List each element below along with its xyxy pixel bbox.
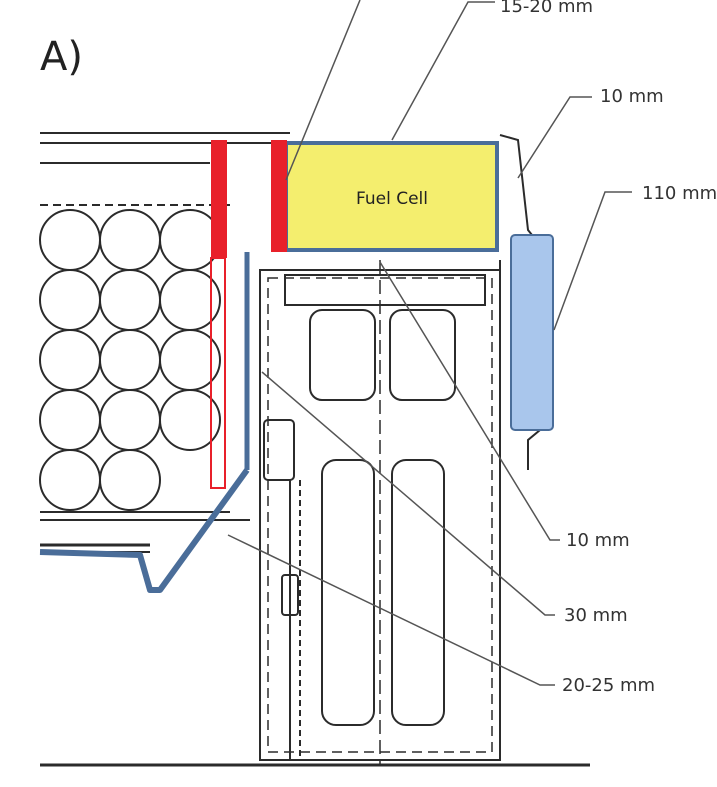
red-markers (210, 140, 287, 489)
dim-floor-lower: 10 mm (566, 530, 630, 551)
red-plate-right (271, 140, 287, 252)
dim-top-thickness: 15-20 mm (500, 0, 594, 17)
dim-inner-plate: 30 mm (564, 605, 628, 626)
dim-hull-floor: 20-25 mm (562, 675, 656, 696)
armor-plates (39, 234, 554, 593)
panel-label: A) (40, 34, 83, 80)
leader-lines (227, 0, 632, 686)
red-outline-box (210, 257, 226, 489)
fuel-cell: Fuel Cell (284, 141, 499, 252)
dim-side-armor: 110 mm (642, 183, 717, 204)
dim-front-wedge: 10 mm (600, 86, 664, 107)
side-armor-plate (510, 234, 554, 431)
floor-armor-plate (39, 468, 250, 593)
fuel-cell-label: Fuel Cell (356, 189, 428, 209)
ammunition-rack (39, 204, 230, 513)
red-plate-left (211, 140, 227, 258)
